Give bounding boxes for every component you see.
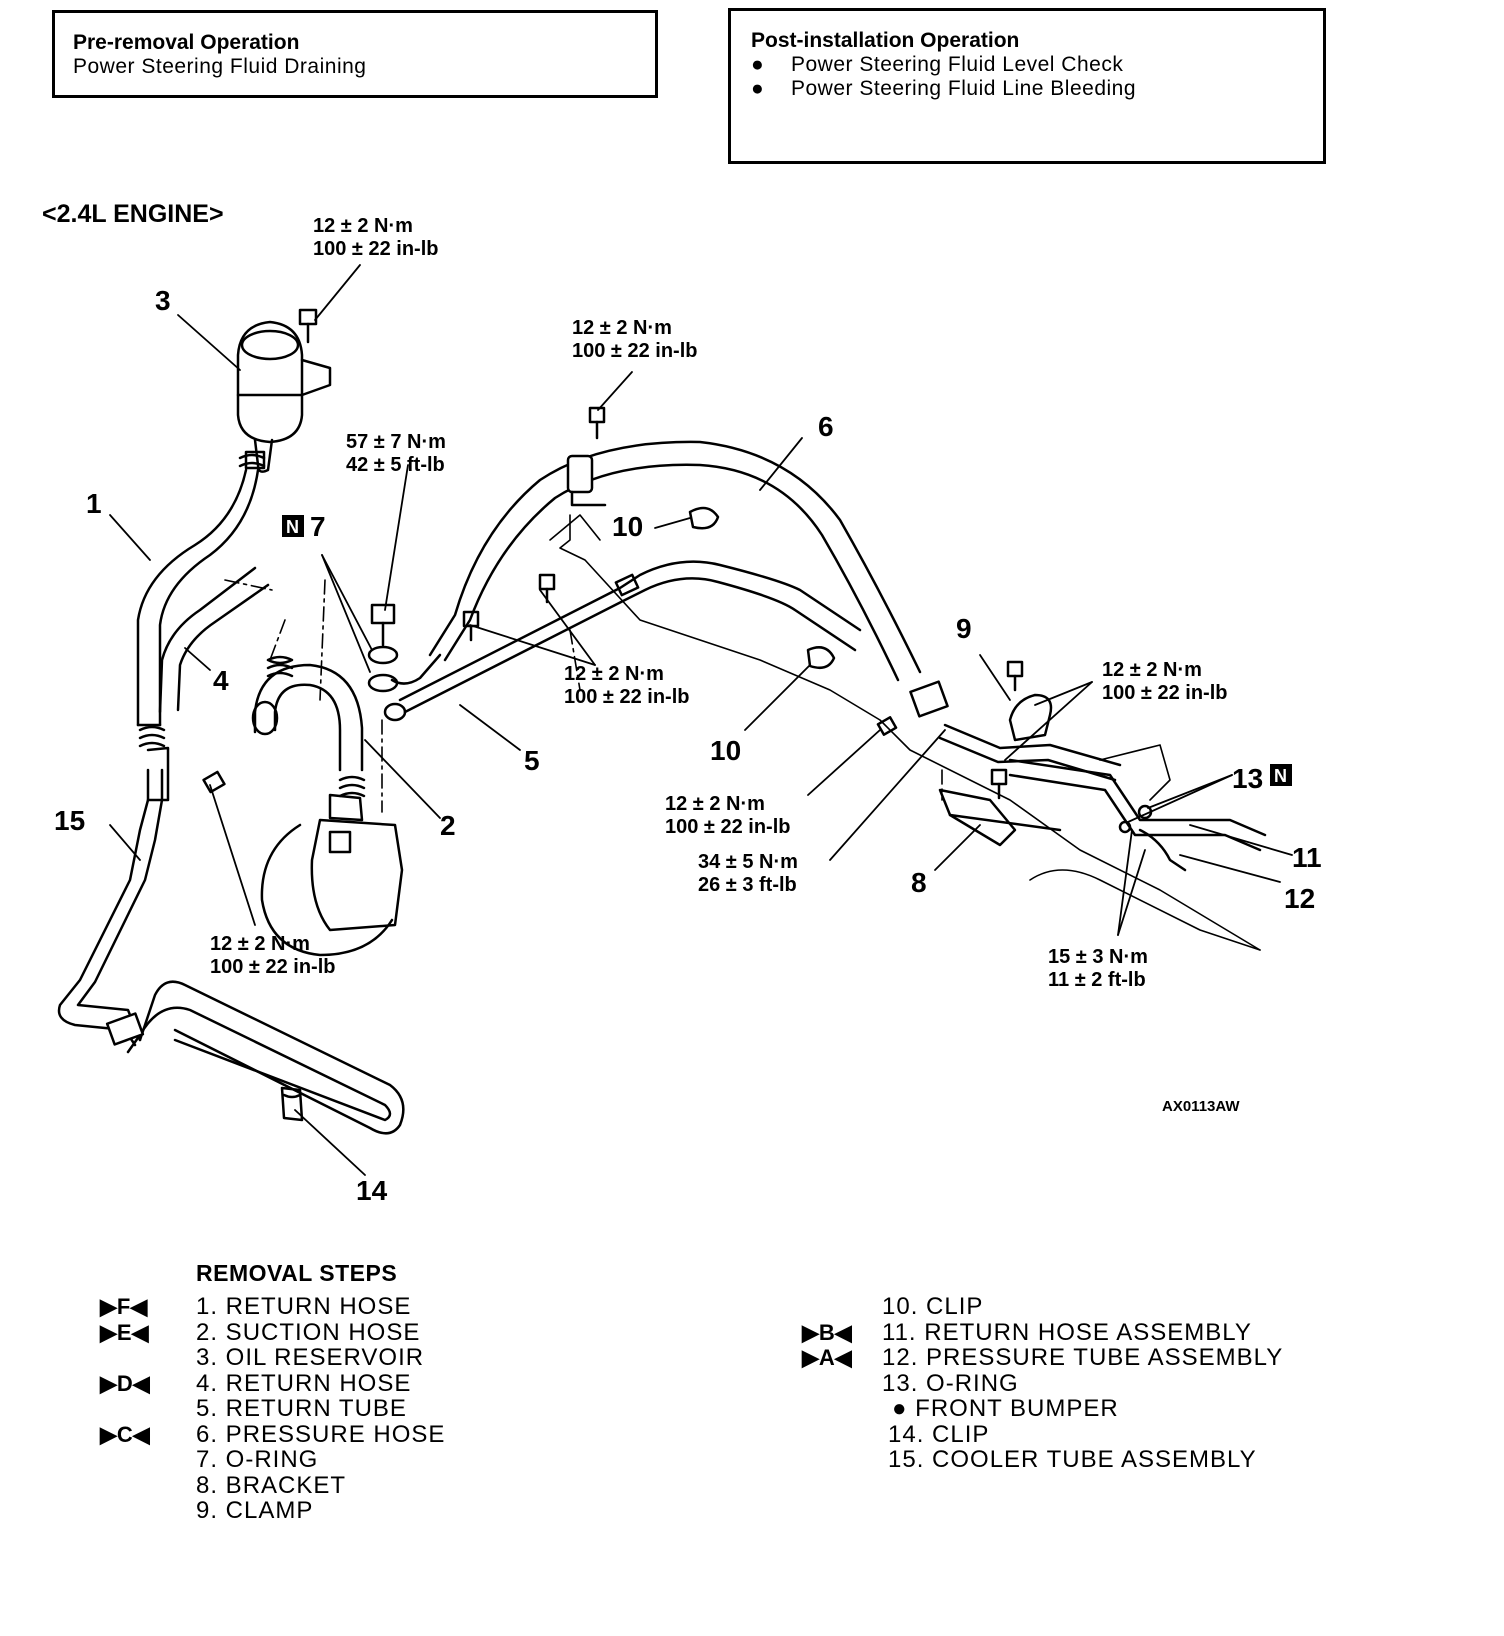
service-point-marker: ▶F◀ — [100, 1294, 148, 1319]
torque-label: 100 ± 22 in-lb — [1102, 682, 1227, 704]
bracket-8 — [938, 788, 1062, 847]
removal-steps-heading: REMOVAL STEPS — [196, 1260, 398, 1286]
bullet-icon: ● — [751, 53, 765, 76]
power-steering-exploded-diagram: <2.4L ENGINE> 12 ± 2 N·m 100 ± 22 in-lb … — [42, 200, 1322, 1206]
power-steering-pump — [260, 793, 404, 957]
callout-12: 12 — [1284, 883, 1315, 914]
return-tube-5 — [383, 560, 862, 722]
torque-label: 12 ± 2 N·m — [564, 663, 664, 685]
step-item: 10. CLIP — [882, 1293, 984, 1320]
step-item: 3. OIL RESERVOIR — [196, 1344, 425, 1371]
pressure-hose-6 — [390, 440, 949, 718]
post-installation-title: Post-installation Operation — [751, 29, 1020, 52]
return-hose-assembly-11 — [1008, 758, 1267, 852]
svg-text:N: N — [286, 517, 299, 537]
step-item: ▶D◀4. RETURN HOSE — [100, 1369, 412, 1397]
callout-10: 10 — [612, 511, 643, 542]
torque-label: 12 ± 2 N·m — [1102, 659, 1202, 681]
callout-1: 1 — [86, 488, 102, 519]
cooler-tube-assembly-15 — [57, 746, 405, 1135]
torque-label: 11 ± 2 ft-lb — [1048, 969, 1146, 991]
clip-10 — [688, 506, 836, 669]
pre-removal-box: Pre-removal Operation Power Steering Flu… — [52, 10, 658, 98]
callout-11: 11 — [1292, 842, 1322, 873]
bolt — [202, 406, 1024, 800]
step-item: 13. O-RING — [882, 1369, 1019, 1397]
step-item: ● FRONT BUMPER — [892, 1395, 1119, 1422]
step-item: 14. CLIP — [888, 1420, 990, 1448]
pressure-tube-assembly-12 — [938, 723, 1187, 872]
torque-label: 100 ± 22 in-lb — [665, 816, 790, 838]
torque-label: 100 ± 22 in-lb — [572, 340, 697, 362]
callout-9: 9 — [956, 613, 972, 644]
torque-label: 42 ± 5 ft-lb — [346, 454, 445, 476]
torque-label: 12 ± 2 N·m — [210, 933, 310, 955]
removal-steps-right: 10. CLIP ▶B◀11. RETURN HOSE ASSEMBLY ▶A◀… — [802, 1294, 1362, 1473]
post-installation-box: Post-installation Operation ●Power Steer… — [728, 8, 1326, 164]
post-installation-item: ●Power Steering Fluid Line Bleeding — [751, 77, 1137, 100]
torque-label: 57 ± 7 N·m — [346, 431, 446, 453]
oil-reservoir — [236, 320, 332, 473]
engine-label: <2.4L ENGINE> — [42, 200, 224, 228]
callout-4: 4 — [213, 665, 229, 696]
return-hose-1 — [136, 468, 260, 727]
torque-label: 15 ± 3 N·m — [1048, 946, 1148, 968]
callout-7: 7 — [310, 511, 326, 542]
callout-5: 5 — [524, 745, 540, 776]
torque-label: 100 ± 22 in-lb — [210, 956, 335, 978]
step-item: ▶B◀11. RETURN HOSE ASSEMBLY — [802, 1318, 1252, 1346]
new-part-mark-icon: N — [282, 515, 304, 537]
callout-14: 14 — [356, 1175, 388, 1206]
torque-label: 12 ± 2 N·m — [665, 793, 765, 815]
leader-lines — [109, 264, 1293, 1176]
step-item: 8. BRACKET — [196, 1471, 347, 1499]
hose-clamps — [138, 453, 366, 798]
svg-text:N: N — [1274, 766, 1287, 786]
step-item: 15. COOLER TUBE ASSEMBLY — [888, 1446, 1257, 1473]
steering-rack-outline — [549, 514, 1261, 951]
callout-13: 13 — [1232, 763, 1263, 794]
suction-hose-2 — [251, 663, 364, 772]
callout-2: 2 — [440, 810, 456, 841]
step-item: ▶F◀1. RETURN HOSE — [100, 1293, 412, 1320]
pre-removal-title: Pre-removal Operation — [73, 31, 300, 54]
service-point-marker: ▶D◀ — [100, 1370, 150, 1396]
removal-steps-left: ▶F◀1. RETURN HOSE ▶E◀2. SUCTION HOSE 3. … — [100, 1294, 620, 1524]
bolt — [298, 308, 318, 344]
figure-id: AX0113AW — [1162, 1098, 1240, 1115]
service-point-marker: ▶E◀ — [100, 1319, 149, 1345]
callout-6: 6 — [818, 411, 834, 442]
bolt-57nm — [367, 603, 399, 693]
service-point-marker: ▶B◀ — [802, 1319, 852, 1345]
clip-14 — [280, 1086, 304, 1122]
clamp-9 — [1008, 693, 1053, 742]
torque-label: 12 ± 2 N·m — [313, 215, 413, 237]
step-item: ▶A◀12. PRESSURE TUBE ASSEMBLY — [802, 1344, 1284, 1371]
pre-removal-item: Power Steering Fluid Draining — [73, 55, 367, 78]
torque-label: 34 ± 5 N·m — [698, 851, 798, 873]
return-hose-4 — [158, 566, 270, 714]
callout-8: 8 — [911, 867, 927, 898]
callout-10: 10 — [710, 735, 741, 766]
torque-label: 100 ± 22 in-lb — [313, 238, 438, 260]
torque-label: 12 ± 2 N·m — [572, 317, 672, 339]
callout-15: 15 — [54, 805, 85, 836]
service-point-marker: ▶C◀ — [100, 1421, 150, 1447]
torque-label: 26 ± 3 ft-lb — [698, 874, 797, 896]
alignment-lines — [224, 579, 943, 813]
step-item: 7. O-RING — [196, 1446, 319, 1473]
new-part-mark-icon: N — [1270, 764, 1292, 786]
service-point-marker: ▶A◀ — [802, 1345, 852, 1370]
step-item: ▶E◀2. SUCTION HOSE — [100, 1318, 421, 1346]
bullet-icon: ● — [751, 77, 765, 100]
step-item: 9. CLAMP — [196, 1497, 314, 1524]
step-item: ▶C◀6. PRESSURE HOSE — [100, 1420, 446, 1448]
torque-label: 100 ± 22 in-lb — [564, 686, 689, 708]
callout-3: 3 — [155, 285, 171, 316]
step-item: 5. RETURN TUBE — [196, 1395, 407, 1422]
post-installation-item: ●Power Steering Fluid Level Check — [751, 53, 1124, 76]
